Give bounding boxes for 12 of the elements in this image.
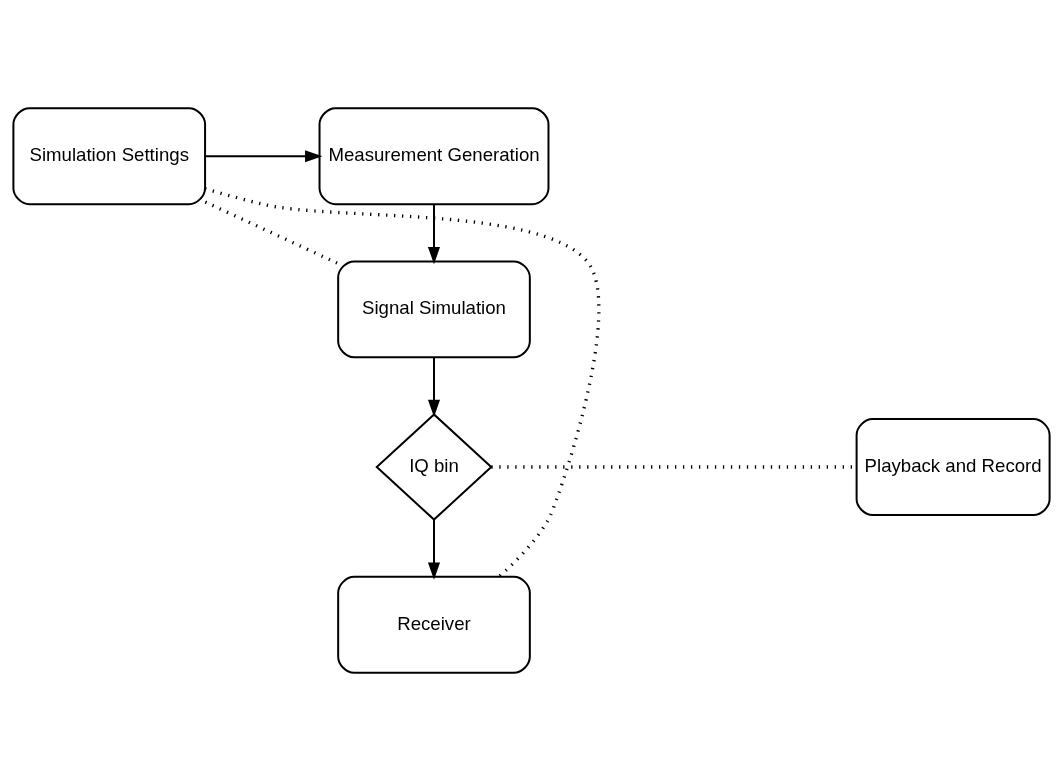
node-box: Playback and Record — [855, 417, 1051, 516]
node-diamond: IQ bin — [375, 412, 493, 521]
arrow — [204, 149, 323, 162]
arrow — [427, 518, 441, 580]
node-box: Signal Simulation — [337, 259, 531, 358]
arrow — [427, 202, 441, 264]
connector — [204, 200, 339, 265]
node-box: Measurement Generation — [318, 106, 550, 205]
arrow — [427, 356, 441, 417]
connector — [204, 186, 601, 578]
node-box: Simulation Settings — [12, 106, 207, 205]
node-box: Receiver — [337, 575, 531, 674]
